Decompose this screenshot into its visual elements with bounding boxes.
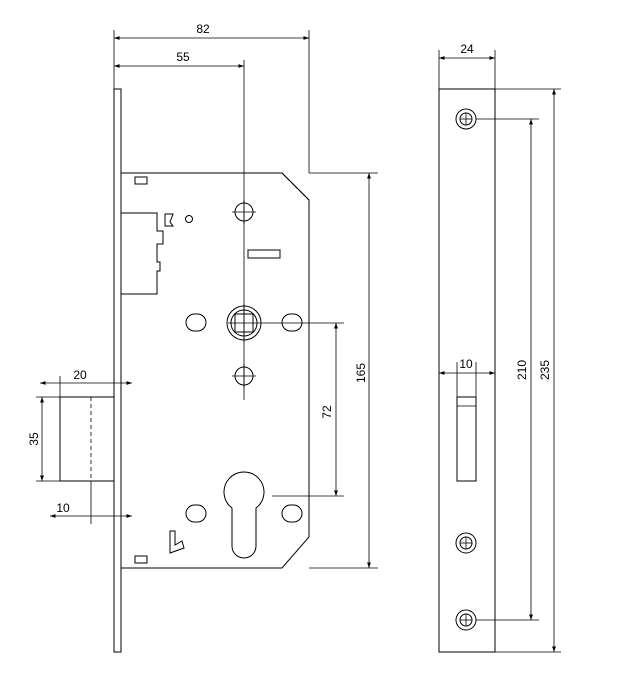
dim-label-72: 72 xyxy=(320,405,334,419)
oval-hole-left-upper xyxy=(185,313,207,332)
faceplate-side-view: 24 10 210 235 xyxy=(438,42,561,653)
dim-label-165: 165 xyxy=(354,363,368,383)
case-top-chamfer-edge xyxy=(281,172,310,201)
oval-hole-left-lower xyxy=(185,504,207,523)
small-hole-top xyxy=(185,215,193,223)
dim-label-20: 20 xyxy=(73,368,87,382)
dim-label-10-latch: 10 xyxy=(56,501,70,515)
dim-label-35: 35 xyxy=(27,432,41,446)
faceplate-latch-slot xyxy=(456,396,477,482)
latch-bolt-stepped-body xyxy=(121,212,164,295)
dim-label-210: 210 xyxy=(515,360,529,380)
faceplate-screw-top xyxy=(455,108,477,130)
top-small-slot xyxy=(134,176,148,185)
latch-side-profile xyxy=(59,396,115,482)
dim-label-24: 24 xyxy=(460,42,474,56)
dim-label-55: 55 xyxy=(176,50,190,64)
dim-label-10-slot: 10 xyxy=(459,357,473,371)
faceplate-outline xyxy=(438,88,496,653)
faceplate-screw-bottom xyxy=(455,609,477,631)
dim-label-235: 235 xyxy=(538,360,552,380)
dim-label-82: 82 xyxy=(196,22,210,36)
latch-spring-clip-bottom xyxy=(169,530,185,554)
bottom-small-slot xyxy=(134,555,148,564)
faceplate-screw-middle xyxy=(455,532,477,554)
lock-case-outline xyxy=(121,172,310,569)
latch-spring-clip-top xyxy=(164,213,174,227)
middle-horizontal-slot xyxy=(247,249,281,259)
oval-hole-right-lower xyxy=(281,504,303,523)
oval-hole-right-upper xyxy=(281,313,303,332)
euro-cylinder-cutout xyxy=(223,471,265,559)
front-view: 82 55 165 72 20 35 10 xyxy=(27,22,378,653)
front-faceplate xyxy=(113,88,122,653)
